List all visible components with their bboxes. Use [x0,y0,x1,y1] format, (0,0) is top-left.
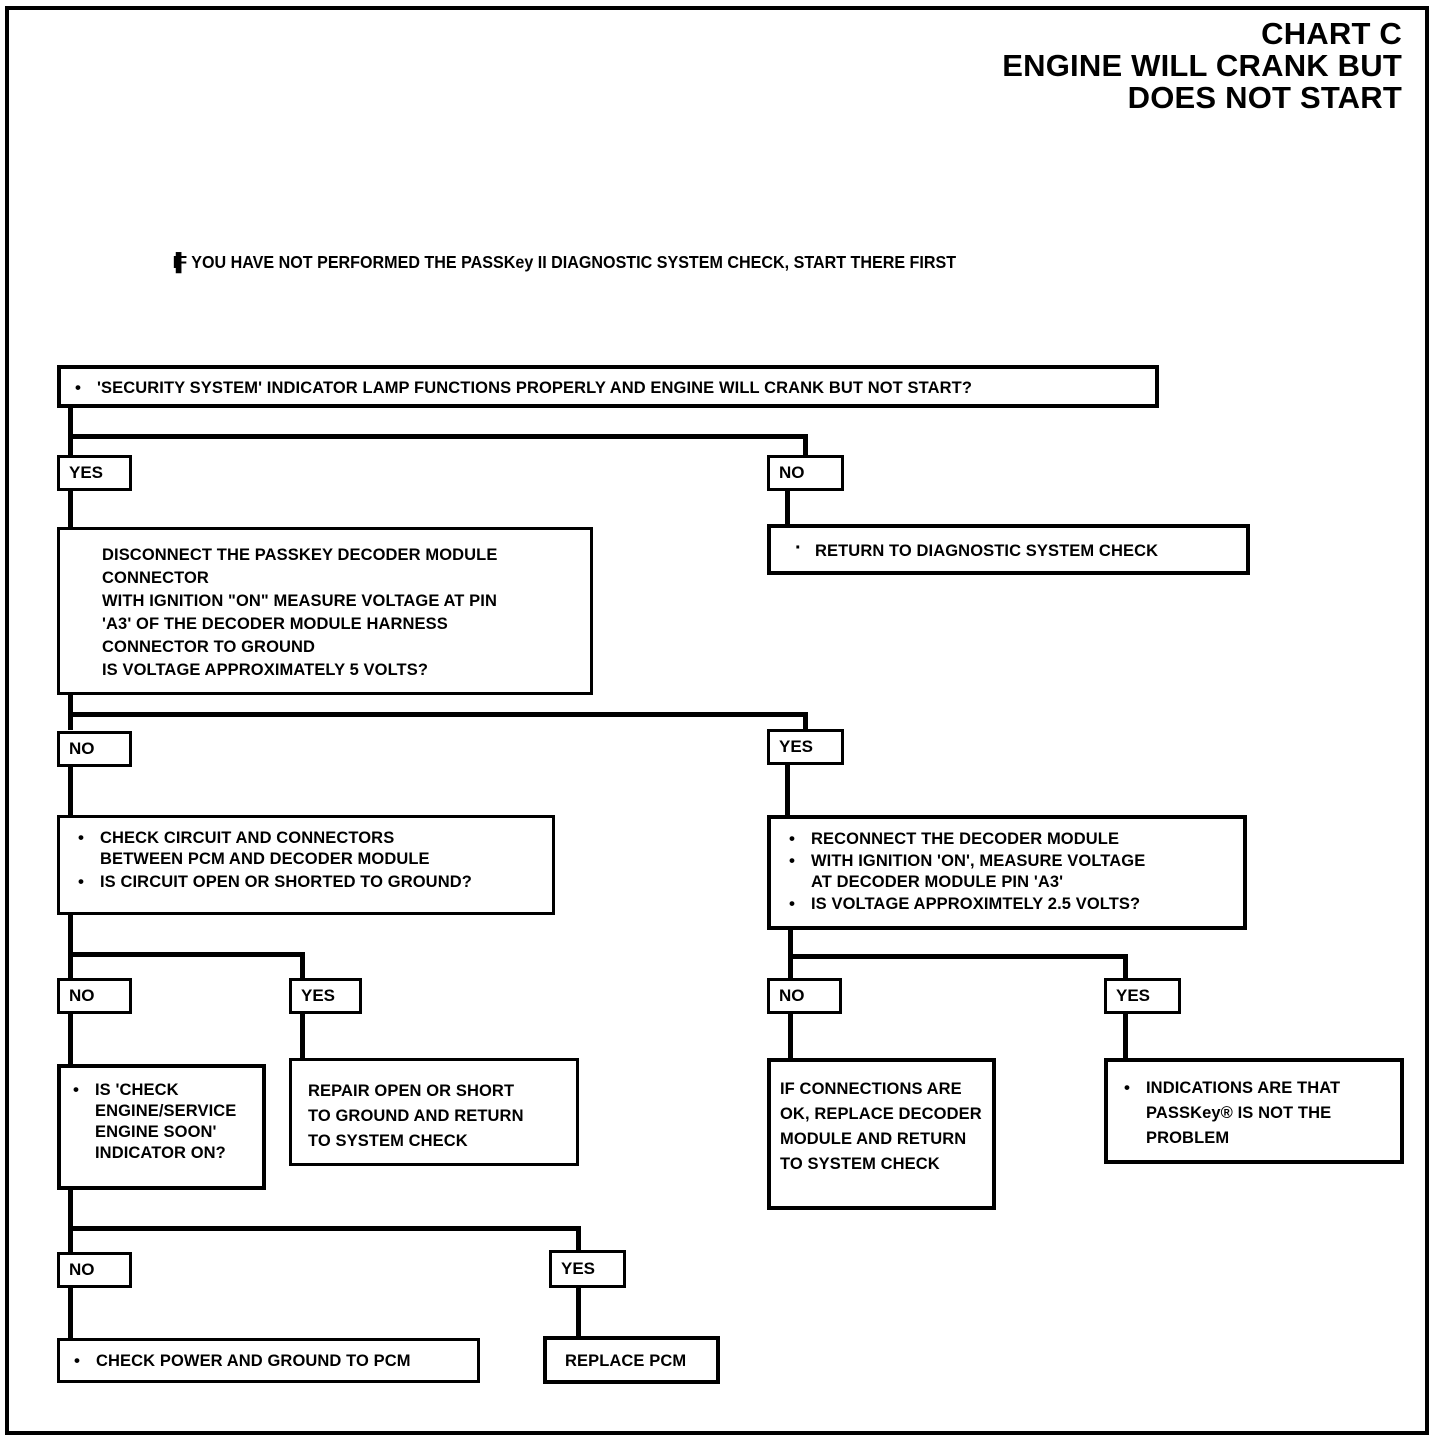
branch-tag-yes-3-label: YES [301,986,336,1005]
connector-q4-bus [788,954,1128,959]
branch-tag-yes-4-label: YES [1116,986,1151,1005]
branch-tag-yes-3: YES [289,978,362,1014]
action-box-return-to-system-check-text: RETURN TO DIAGNOSTIC SYSTEM CHECK [789,538,1246,562]
connector-q2-down [68,692,73,718]
branch-tag-no-5: NO [57,1252,132,1288]
question-box-reconnect-decoder[interactable]: RECONNECT THE DECODER MODULE WITH IGNITI… [767,815,1247,930]
connector-q3-bus [68,952,305,957]
connector-q1-bus [68,434,808,439]
connector-q4-down [788,928,793,966]
connector-q2-no-down [68,712,73,730]
connector-q1-yes-down [68,434,73,457]
question-box-disconnect-decoder-text: DISCONNECT THE PASSKEY DECODER MODULE CO… [102,546,498,679]
connector-yes3-to-repair [300,1012,305,1058]
connector-yes2-to-q4 [785,760,790,816]
branch-tag-no-5-label: NO [69,1260,95,1279]
branch-tag-yes-1-label: YES [69,463,104,482]
connector-q2-bus [68,712,808,717]
connector-q3-down [68,912,73,954]
question-box-reconnect-decoder-line-2: WITH IGNITION 'ON', MEASURE VOLTAGE AT D… [785,850,1243,893]
question-box-check-circuit-line-1: CHECK CIRCUIT AND CONNECTORS BETWEEN PCM… [74,827,552,870]
connector-yes5-to-replacepcm [576,1286,581,1338]
branch-tag-no-2-label: NO [69,739,95,758]
connector-q4-no-down [788,954,793,980]
action-box-return-to-system-check[interactable]: RETURN TO DIAGNOSTIC SYSTEM CHECK [767,524,1250,575]
connector-no2-to-q3 [68,762,73,816]
branch-tag-no-3-label: NO [69,986,95,1005]
connector-q2-yes-down [803,712,808,730]
question-box-security-lamp-text: 'SECURITY SYSTEM' INDICATOR LAMP FUNCTIO… [71,377,1155,399]
action-box-check-power-ground[interactable]: CHECK POWER AND GROUND TO PCM [57,1338,480,1383]
branch-tag-yes-2: YES [767,729,844,765]
branch-tag-no-4: NO [767,978,842,1014]
branch-tag-no-1-label: NO [779,463,805,482]
connector-q5-no-down [68,1226,73,1252]
branch-tag-yes-2-label: YES [779,737,814,756]
branch-tag-no-3: NO [57,978,132,1014]
action-box-replace-decoder-module[interactable]: IF CONNECTIONS ARE OK, REPLACE DECODER M… [767,1058,996,1210]
action-box-replace-decoder-module-text: IF CONNECTIONS ARE OK, REPLACE DECODER M… [780,1080,982,1173]
connector-no3-to-q5 [68,1012,73,1066]
page-title: CHART C ENGINE WILL CRANK BUT DOES NOT S… [1002,18,1402,114]
branch-tag-yes-5-label: YES [561,1259,596,1278]
action-box-check-power-ground-text: CHECK POWER AND GROUND TO PCM [70,1350,477,1372]
connector-q5-yes-down [576,1226,581,1252]
question-box-check-circuit[interactable]: CHECK CIRCUIT AND CONNECTORS BETWEEN PCM… [57,815,555,915]
page-border [5,6,1429,1435]
branch-tag-no-2: NO [57,731,132,767]
question-box-check-engine-lamp[interactable]: IS 'CHECK ENGINE/SERVICE ENGINE SOON' IN… [57,1064,266,1190]
connector-q1-down [68,405,73,439]
branch-tag-yes-1: YES [57,455,132,491]
connector-q3-no-down [68,952,73,980]
connector-no4-to-decoder [788,1012,793,1060]
connector-q3-yes-down [300,952,305,980]
connector-no5-to-checkpower [68,1286,73,1340]
connector-q4-yes-down [1123,954,1128,980]
connector-q5-down [68,1188,73,1230]
connector-q5-bus [68,1226,580,1231]
branch-tag-no-1: NO [767,455,844,491]
title-line-1: CHART C [1261,16,1402,51]
connector-q1-no-down [803,434,808,457]
prerequisite-note: ▐IF YOU HAVE NOT PERFORMED THE PASSKey I… [170,252,956,272]
action-box-repair-open-short[interactable]: REPAIR OPEN OR SHORT TO GROUND AND RETUR… [289,1058,579,1166]
action-box-replace-pcm-text: REPLACE PCM [565,1352,687,1370]
action-box-repair-open-short-text: REPAIR OPEN OR SHORT TO GROUND AND RETUR… [308,1082,524,1150]
connector-yes1-to-q2 [68,488,73,530]
action-box-replace-pcm[interactable]: REPLACE PCM [543,1336,720,1384]
question-box-security-lamp[interactable]: 'SECURITY SYSTEM' INDICATOR LAMP FUNCTIO… [57,365,1159,408]
title-line-3: DOES NOT START [1127,80,1402,115]
question-box-check-engine-lamp-text: IS 'CHECK ENGINE/SERVICE ENGINE SOON' IN… [69,1079,262,1164]
branch-tag-yes-4: YES [1104,978,1181,1014]
branch-tag-yes-5: YES [549,1250,626,1288]
branch-tag-no-4-label: NO [779,986,805,1005]
question-box-reconnect-decoder-line-1: RECONNECT THE DECODER MODULE [785,828,1243,850]
question-box-reconnect-decoder-line-3: IS VOLTAGE APPROXIMTELY 2.5 VOLTS? [785,893,1243,915]
prerequisite-note-text: IF YOU HAVE NOT PERFORMED THE PASSKey II… [172,252,957,272]
question-box-disconnect-decoder[interactable]: DISCONNECT THE PASSKEY DECODER MODULE CO… [57,527,593,695]
action-box-passkey-not-problem[interactable]: INDICATIONS ARE THAT PASSKey® IS NOT THE… [1104,1058,1404,1164]
connector-no1-to-return [785,488,790,526]
title-line-2: ENGINE WILL CRANK BUT [1002,48,1402,83]
connector-yes4-to-notproblem [1123,1012,1128,1058]
action-box-passkey-not-problem-text: INDICATIONS ARE THAT PASSKey® IS NOT THE… [1120,1075,1400,1151]
question-box-check-circuit-line-2: IS CIRCUIT OPEN OR SHORTED TO GROUND? [74,871,552,893]
